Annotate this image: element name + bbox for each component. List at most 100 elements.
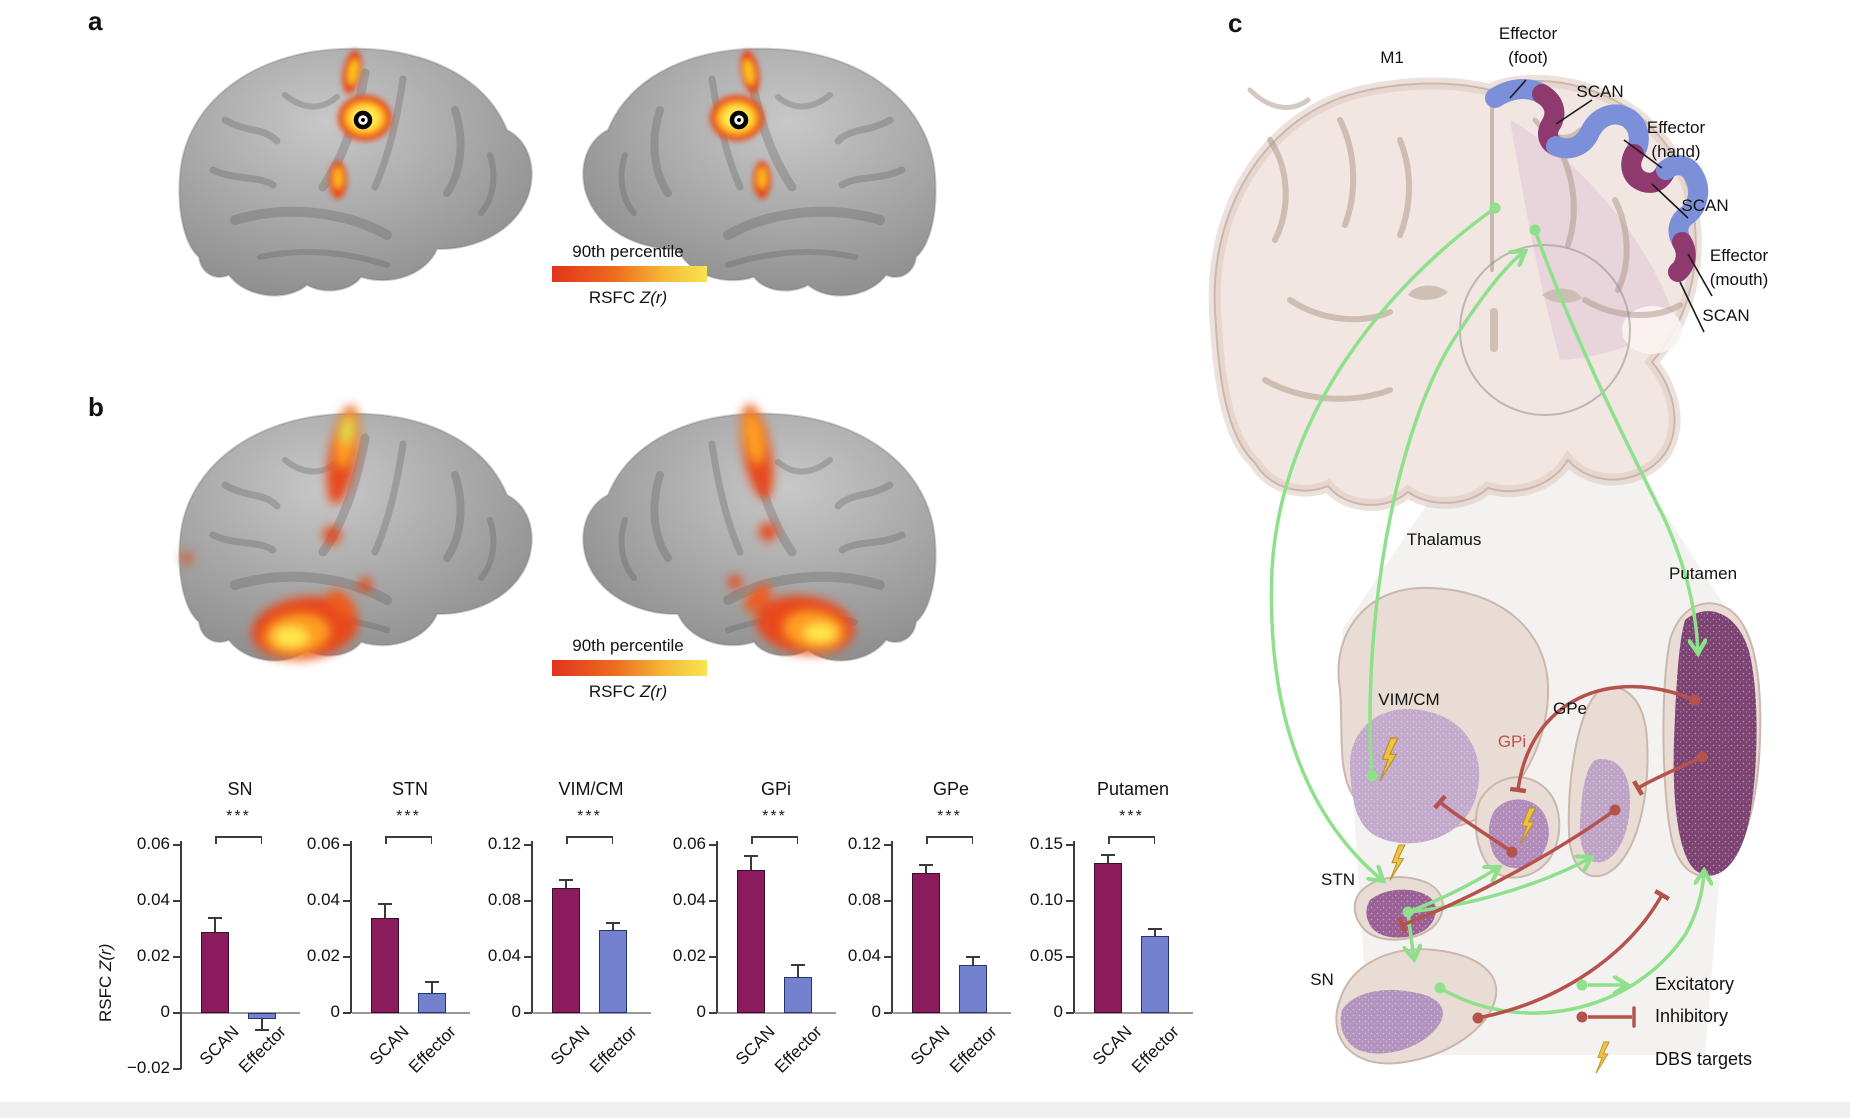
y-tick-label: 0.15	[1029, 834, 1063, 853]
sig-bracket	[566, 836, 613, 838]
bar-effector	[959, 965, 987, 1013]
y-tick-label: 0.10	[1029, 890, 1063, 909]
label-leader-lines	[1509, 79, 1713, 333]
y-tick-label: 0.04	[847, 946, 881, 965]
sn-to-putamen-arrow	[1438, 872, 1704, 1015]
y-tick	[343, 844, 351, 846]
bar-effector	[418, 993, 446, 1013]
zero-baseline	[533, 1012, 651, 1014]
sn-to-putamen-inhib	[1476, 895, 1662, 1020]
x-label-effector: Effector	[770, 1022, 826, 1077]
stn-shape	[1353, 876, 1444, 941]
error-cap	[966, 956, 980, 958]
sig-bracket-tick	[260, 836, 262, 844]
y-tick	[343, 900, 351, 902]
sig-bracket-tick	[1153, 836, 1155, 844]
y-tick	[173, 956, 181, 958]
y-tick-label: 0.02	[306, 946, 340, 965]
legend-excitatory-symbol	[1576, 980, 1627, 991]
sig-bracket	[385, 836, 432, 838]
y-tick	[343, 1012, 351, 1014]
bar-scan	[1094, 862, 1122, 1013]
x-label-effector: Effector	[945, 1022, 1001, 1077]
y-tick	[524, 1012, 532, 1014]
colorbar-b	[552, 660, 707, 676]
sig-bracket-tick	[385, 836, 387, 844]
effector-hand-label: Effector(hand)	[1646, 118, 1706, 161]
error-cap	[378, 902, 392, 905]
sig-bracket	[1108, 836, 1155, 838]
stn-to-gpe-arrow	[1406, 858, 1590, 914]
sig-bracket-tick	[926, 836, 928, 844]
sig-bracket	[926, 836, 973, 838]
gpi-label: GPi	[1497, 732, 1527, 751]
y-tick-label: 0.06	[672, 834, 706, 853]
error-cap	[919, 863, 933, 866]
chart-title-stn: STN	[392, 779, 428, 799]
pathway-diagram	[1040, 0, 1762, 1074]
bar-scan	[552, 888, 580, 1013]
y-tick	[884, 844, 892, 846]
y-tick	[709, 1012, 717, 1014]
error-cap	[208, 916, 222, 919]
y-tick-label: 0.08	[487, 890, 521, 909]
y-tick-label: 0	[511, 1002, 521, 1021]
y-tick	[173, 844, 181, 846]
stn-to-gpi-arrow	[1406, 868, 1498, 914]
sig-bracket-tick	[215, 836, 217, 844]
page-edge-strip	[0, 1102, 1850, 1118]
y-tick-label: 0.04	[672, 890, 706, 909]
sig-bracket-tick	[1108, 836, 1110, 844]
effector-mouth-region	[1656, 155, 1709, 252]
putamen-label: Putamen	[1668, 564, 1738, 583]
colorbar-b-title: 90th percentile	[572, 636, 684, 655]
error-whisker	[565, 880, 567, 889]
y-tick-label: 0.05	[1029, 946, 1063, 965]
y-tick	[524, 956, 532, 958]
chart-title-putamen: Putamen	[1096, 779, 1170, 799]
scan-label-1: SCAN	[1576, 82, 1624, 101]
y-tick-label: 0.04	[136, 890, 170, 909]
y-tick-label: 0.06	[306, 834, 340, 853]
error-whisker	[1154, 929, 1156, 936]
y-tick	[173, 900, 181, 902]
y-tick-label: 0.02	[136, 946, 170, 965]
y-tick	[709, 956, 717, 958]
colorbar-b-unit: RSFC Z(r)	[588, 682, 668, 701]
sig-bracket	[751, 836, 798, 838]
legend-inhibitory-label: Inhibitory	[1655, 1006, 1729, 1026]
y-tick	[1066, 844, 1074, 846]
significance-stars: ***	[226, 808, 251, 825]
y-tick	[1066, 900, 1074, 902]
error-whisker	[214, 917, 216, 932]
legend-excitatory-label: Excitatory	[1655, 974, 1735, 994]
chart-title-gpi: GPi	[760, 779, 791, 799]
bar-effector	[784, 976, 812, 1013]
y-tick	[524, 844, 532, 846]
y-tick-label: 0	[330, 1002, 340, 1021]
putamen-to-gpi-inhib	[1518, 684, 1697, 790]
inhibitory-origin-dots	[1472, 694, 1708, 1024]
x-label-effector: Effector	[404, 1022, 460, 1077]
colorbar-a-title: 90th percentile	[572, 242, 684, 261]
y-axis	[1073, 841, 1075, 1013]
sn-label: SN	[1310, 970, 1334, 989]
thalamus-label: Thalamus	[1406, 530, 1482, 549]
y-tick-label: 0.06	[136, 834, 170, 853]
chart-title-vim/cm: VIM/CM	[558, 779, 624, 799]
significance-stars: ***	[577, 808, 602, 825]
error-cap	[791, 964, 805, 967]
significance-stars: ***	[396, 808, 421, 825]
scan-label-2: SCAN	[1681, 196, 1729, 215]
y-tick	[1066, 956, 1074, 958]
vim-to-cortex-arrow	[1368, 252, 1524, 778]
excitatory-pathways	[1269, 206, 1704, 1015]
y-axis	[350, 841, 352, 1013]
gpe-shape	[1567, 686, 1649, 878]
error-cap	[255, 1028, 269, 1031]
effector-foot-label: Effector(foot)	[1498, 24, 1558, 67]
zero-baseline	[352, 1012, 470, 1014]
colorbar-a	[552, 266, 707, 282]
cortical-ribbon	[1485, 79, 1709, 282]
